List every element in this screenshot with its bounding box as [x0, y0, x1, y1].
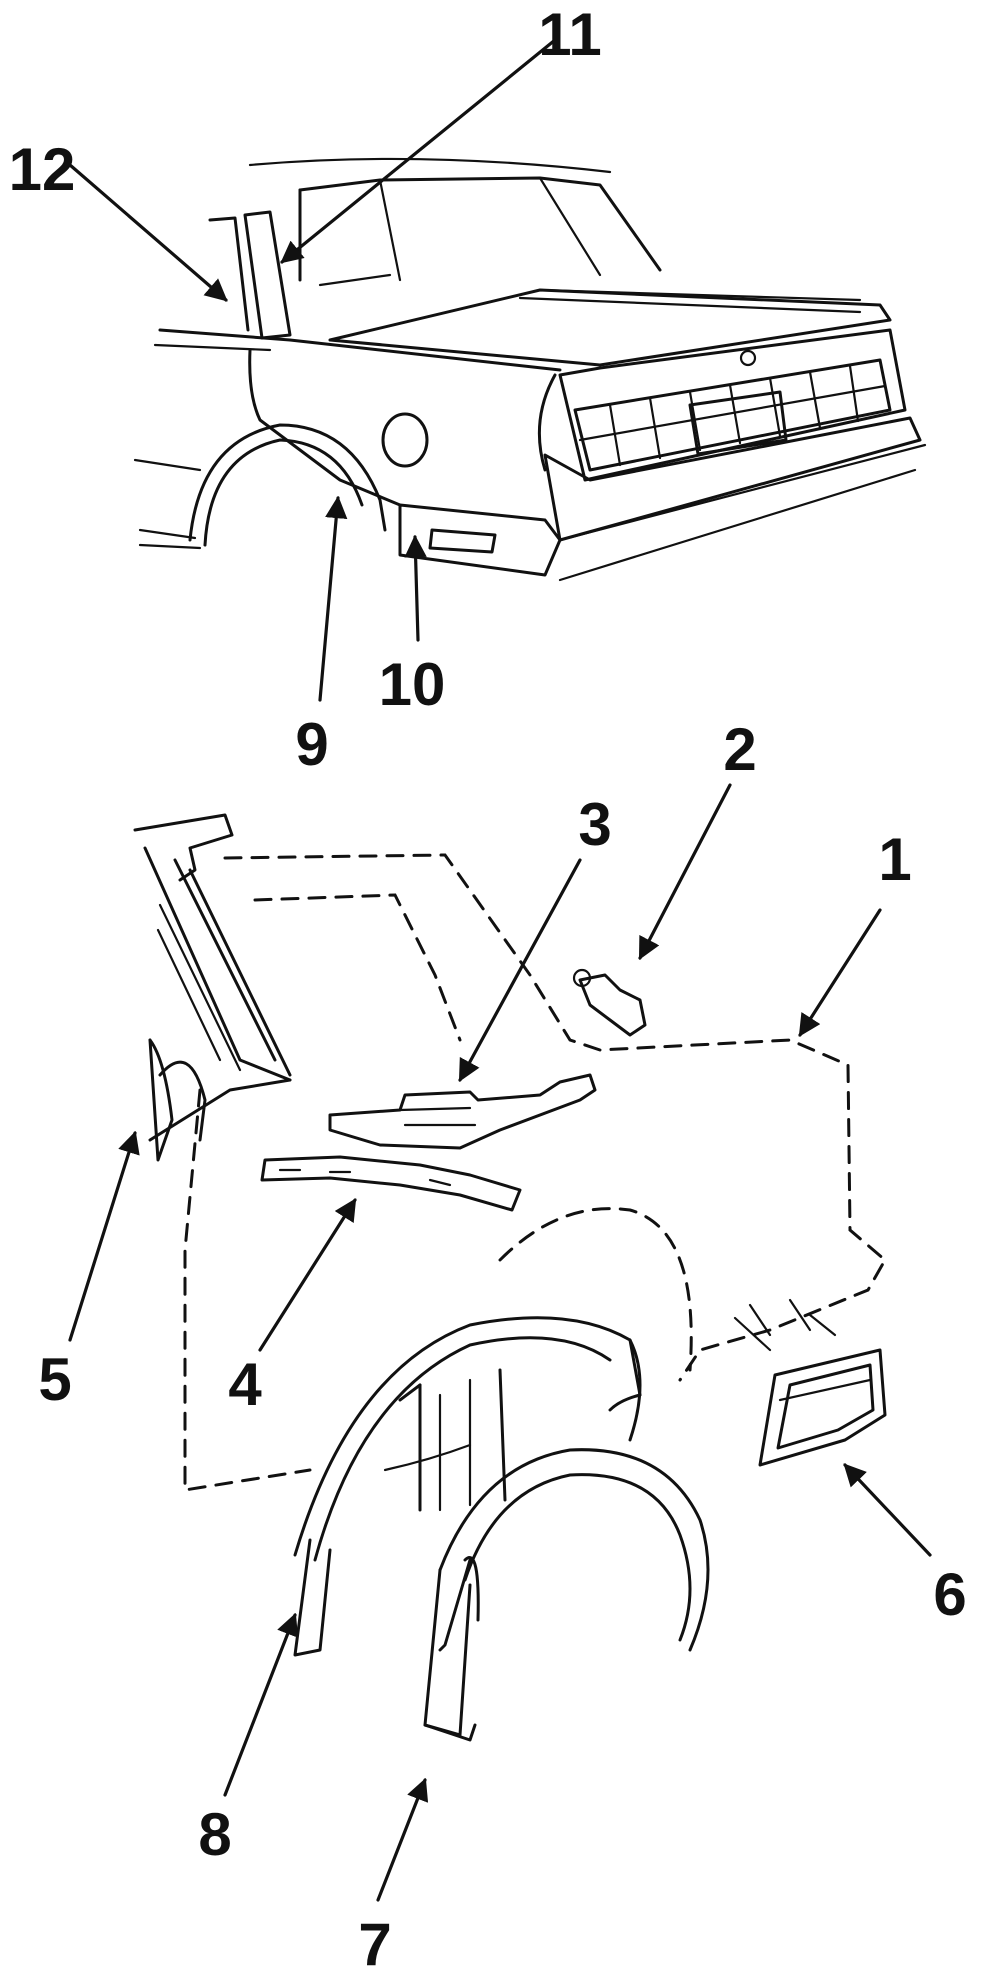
callout-6: 6 — [933, 1561, 966, 1628]
leader-9 — [318, 495, 348, 702]
callout-8: 8 — [198, 1801, 231, 1868]
leader-7 — [376, 1777, 429, 1902]
callout-1: 1 — [878, 826, 911, 893]
quarter-panel-exploded-view — [133, 813, 887, 1742]
callout-labels: 1 2 3 4 5 6 7 8 9 10 11 12 — [9, 1, 967, 1978]
leader-12 — [68, 163, 228, 302]
leader-lines — [68, 38, 932, 1902]
leader-11 — [280, 38, 557, 264]
leader-10 — [404, 534, 427, 642]
callout-3: 3 — [578, 791, 611, 858]
callout-2: 2 — [723, 716, 756, 783]
leader-8 — [223, 1612, 299, 1797]
callout-11: 11 — [538, 1, 601, 68]
leader-3 — [458, 858, 582, 1082]
leader-1 — [798, 908, 882, 1037]
leader-2 — [638, 783, 732, 960]
leader-4 — [258, 1198, 357, 1352]
car-rear-view — [133, 157, 927, 582]
leader-5 — [68, 1130, 140, 1342]
callout-12: 12 — [9, 136, 76, 203]
callout-5: 5 — [38, 1346, 71, 1413]
callout-7: 7 — [358, 1911, 391, 1978]
callout-9: 9 — [295, 711, 328, 778]
callout-4: 4 — [228, 1351, 262, 1418]
leader-6 — [843, 1463, 932, 1557]
callout-10: 10 — [379, 651, 446, 718]
